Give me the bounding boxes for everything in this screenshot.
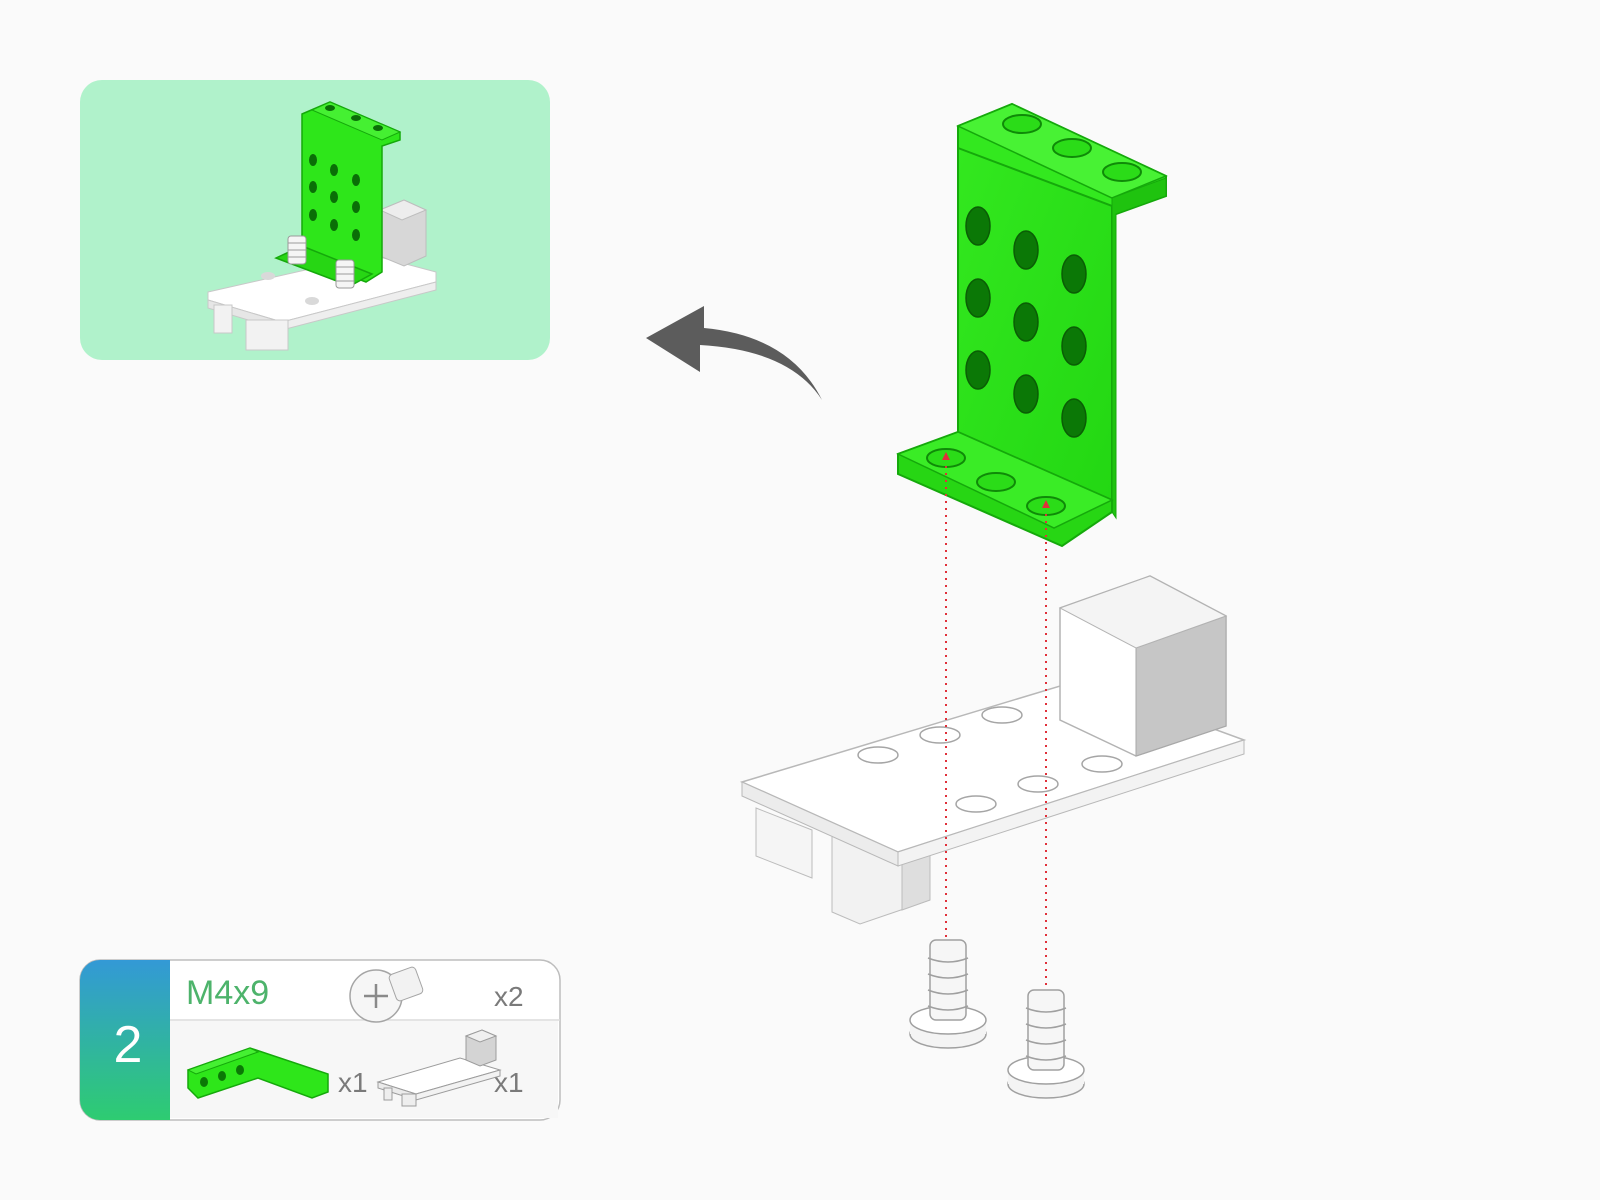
- plate-holes: [857, 706, 1123, 813]
- screw-icon: [349, 966, 424, 1023]
- base-plate-icon: [376, 1029, 502, 1107]
- step-badge: [80, 960, 170, 1120]
- preview-panel: [80, 80, 550, 360]
- screw-quantity: x2: [494, 981, 524, 1012]
- step-number: 2: [114, 1016, 143, 1074]
- base-plate: [739, 575, 1247, 925]
- screw-size-label: M4x9: [186, 974, 269, 1012]
- assembled-preview-icon: [207, 101, 437, 351]
- screw-right: [1007, 989, 1085, 1099]
- screw-left: [909, 939, 987, 1049]
- bracket-quantity: x1: [338, 1067, 368, 1098]
- base-plate-quantity: x1: [494, 1067, 524, 1098]
- green-bracket-icon: [186, 1047, 329, 1099]
- direction-arrow-icon: [646, 306, 822, 400]
- green-bracket: [896, 102, 1168, 548]
- bracket-holes: [965, 206, 1087, 438]
- parts-list: 2 M4x9 x2 x1: [79, 959, 561, 1121]
